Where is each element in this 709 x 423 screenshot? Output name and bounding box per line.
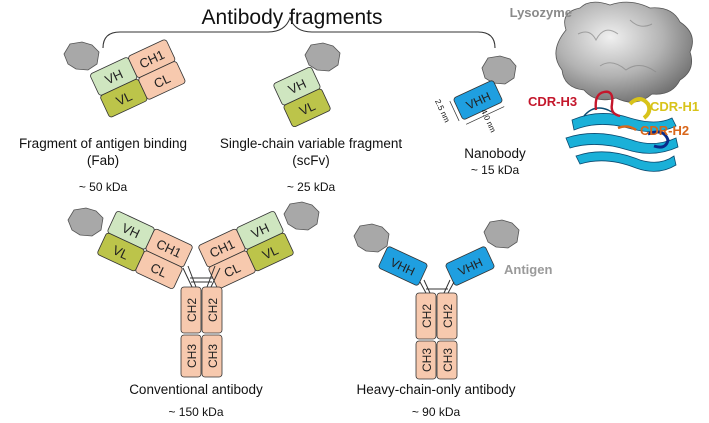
diagram-title: Antibody fragments — [202, 6, 383, 29]
nanobody-width-label: 2.5 nm — [433, 98, 452, 124]
conv-ch2-label-b: CH2 — [206, 298, 220, 322]
nanobody-length-label: 4.0 nm — [479, 108, 498, 134]
conv-right-vl-label: VL — [260, 242, 281, 262]
conventional-label: Conventional antibody — [129, 382, 263, 397]
nanobody-mass: ~ 15 kDa — [471, 163, 520, 177]
nanobody-ribbon-strand — [575, 151, 677, 172]
antigen-icon — [63, 41, 100, 71]
scfv-label-line2: (scFv) — [292, 153, 330, 168]
cdr-h1-loop — [628, 97, 652, 120]
antigen-icon — [481, 55, 517, 85]
fab-cl-domain — [138, 61, 186, 100]
conv-right-vh-label: VH — [249, 220, 272, 241]
length-dimension-line — [466, 106, 505, 125]
scfv-vh-label: VH — [286, 76, 309, 97]
conv-ch3-label-b: CH3 — [206, 344, 220, 368]
scfv-label-line1: Single-chain variable fragment — [220, 136, 403, 151]
hc-ch2-label-a: CH2 — [420, 304, 434, 328]
heavy-chain-label: Heavy-chain-only antibody — [356, 382, 515, 397]
lysozyme-surface — [555, 1, 693, 103]
fab-cl-label: CL — [151, 71, 172, 92]
antigen-icon — [304, 42, 341, 72]
fab-mass: ~ 50 kDa — [79, 180, 128, 194]
hc-ch3-label-a: CH3 — [420, 348, 434, 372]
conv-left-vl-label: VL — [110, 242, 131, 262]
cdr-h3-label: CDR-H3 — [528, 94, 577, 109]
fab-vh-label: VH — [103, 66, 126, 87]
conv-left-cl-label: CL — [148, 260, 169, 281]
conv-right-cl-label: CL — [222, 260, 243, 281]
cdr-h2-loop — [647, 130, 670, 149]
conventional-antibody: VH VL CH1 CL CH1 CL VH VL CH2 CH2 CH3 CH… — [67, 201, 320, 378]
fab-vl-label: VL — [114, 88, 135, 108]
lysozyme-structure — [555, 1, 693, 172]
antigen-icon — [353, 223, 390, 253]
fab-label-line2: (Fab) — [87, 153, 119, 168]
antigen-icon — [67, 207, 104, 237]
scfv-vl-domain — [283, 88, 331, 128]
nanobody-ribbon-strand — [565, 133, 679, 154]
cdr-h1-label: CDR-H1 — [650, 99, 699, 114]
conv-ch3-label-a: CH3 — [185, 344, 199, 368]
antigen-label: Antigen — [504, 262, 552, 277]
conv-ch2-label-a: CH2 — [185, 298, 199, 322]
hc-ch2-label-b: CH2 — [441, 304, 455, 328]
scfv-fragment: VH VL — [273, 42, 341, 128]
nanobody-vhh-domain — [453, 80, 503, 120]
fab-fragment: VH VL CH1 CL — [63, 39, 186, 118]
fab-label-line1: Fragment of antigen binding — [19, 136, 187, 151]
conventional-mass: ~ 150 kDa — [168, 405, 223, 419]
hc-ch3-label-b: CH3 — [441, 348, 455, 372]
lysozyme-label: Lysozyme — [510, 5, 572, 20]
fragments-brace — [102, 16, 496, 49]
width-dimension-line — [449, 100, 460, 122]
cdr-h2-label: CDR-H2 — [640, 123, 689, 138]
antigen-icon — [283, 201, 320, 231]
heavy-chain-mass: ~ 90 kDa — [412, 405, 461, 419]
nanobody-fragment: VHH 2.5 nm 4.0 nm — [433, 55, 517, 134]
nanobody-label: Nanobody — [464, 146, 526, 161]
antigen-icon — [483, 219, 520, 249]
scfv-mass: ~ 25 kDa — [287, 180, 336, 194]
conv-left-vh-label: VH — [119, 220, 142, 241]
cdr-h3-loop — [594, 90, 621, 118]
scfv-vl-label: VL — [297, 98, 318, 118]
heavy-chain-only-antibody: VHH VHH CH2 CH2 CH3 CH3 — [353, 219, 520, 380]
